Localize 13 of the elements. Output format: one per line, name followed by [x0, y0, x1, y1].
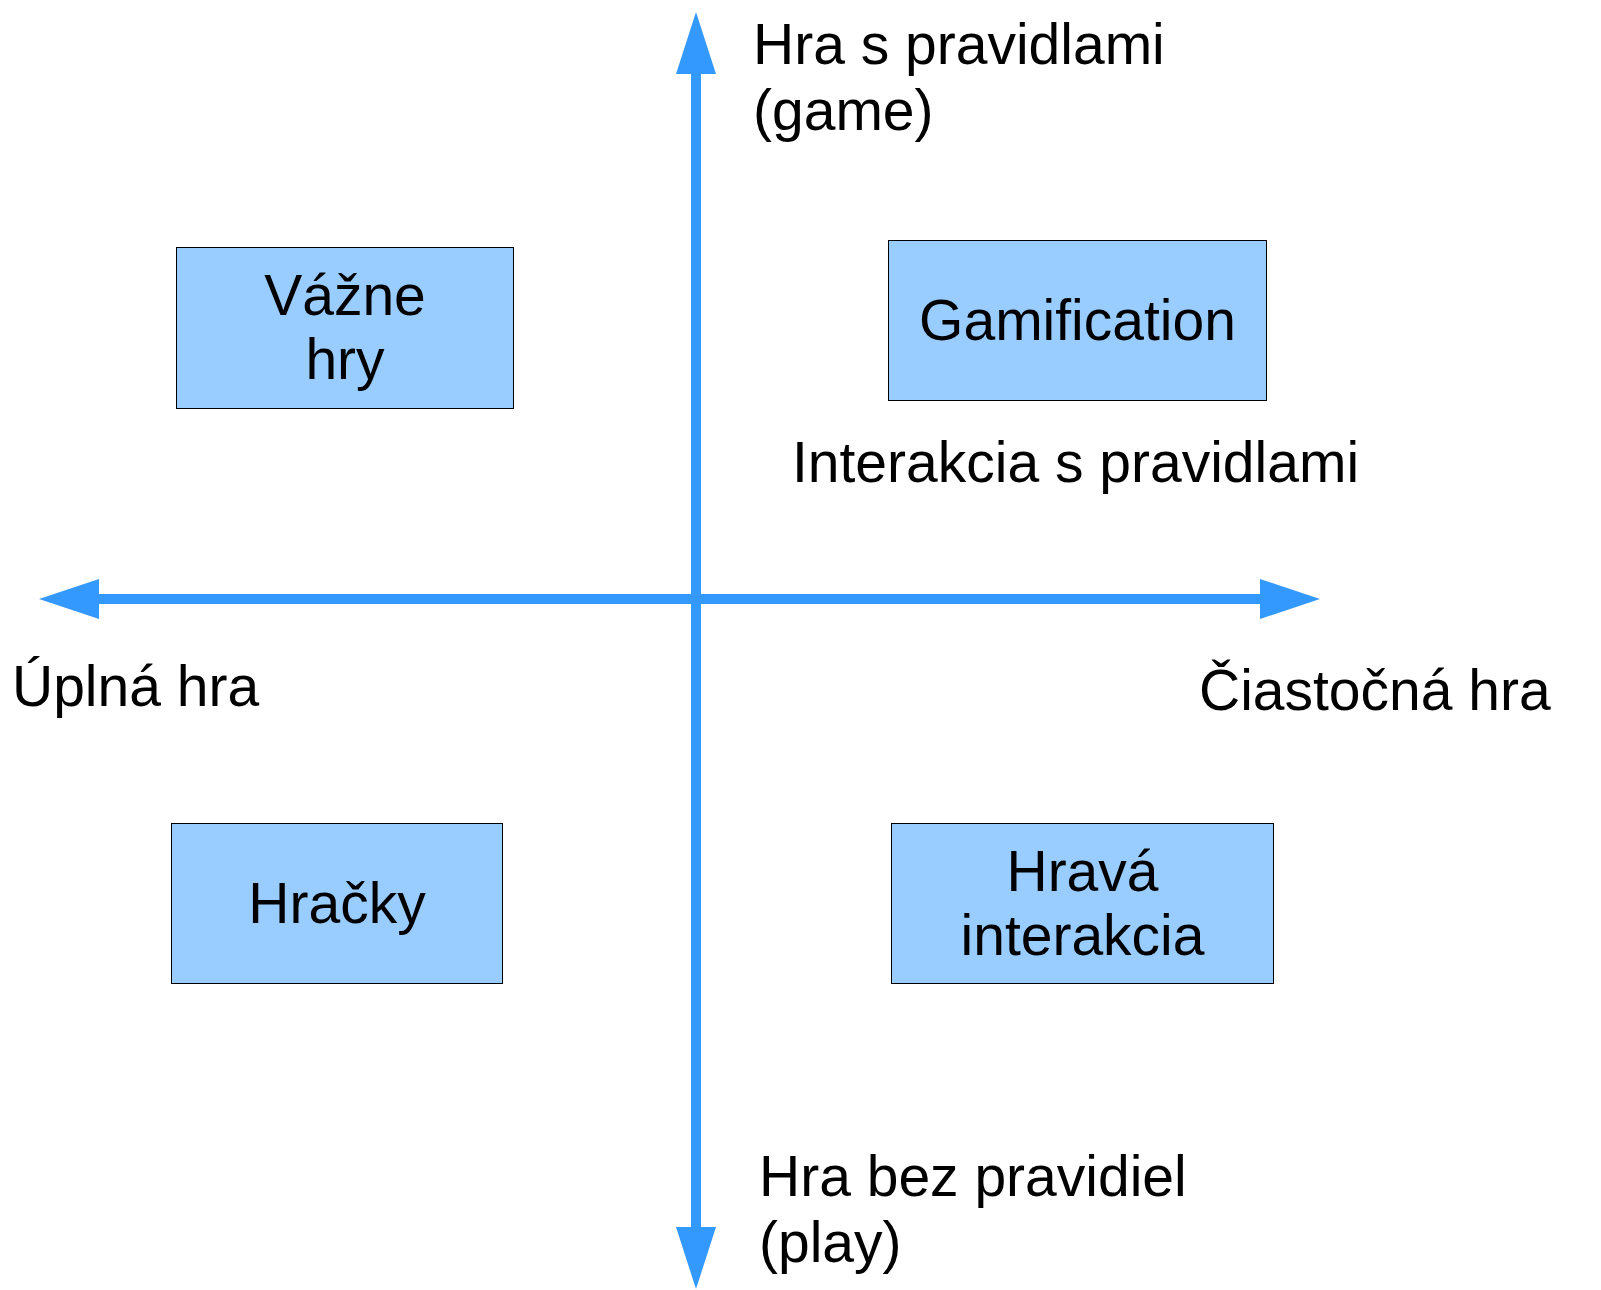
category-label: Hračky — [248, 871, 426, 936]
category-label: Hravá interakcia — [959, 839, 1206, 968]
axis-label: Hra bez pravidiel (play) — [759, 1144, 1188, 1276]
axis-label: Úplná hra — [12, 654, 260, 720]
category-box — [176, 247, 514, 409]
axis-label: Hra s pravidlami (game) — [753, 12, 1166, 144]
category-box — [888, 240, 1267, 401]
category-label: Vážne hry — [263, 264, 427, 392]
axis-label: Čiastočná hra — [1199, 658, 1551, 724]
axis-label: Interakcia s pravidlami — [792, 430, 1360, 496]
category-label: Gamification — [919, 288, 1236, 353]
category-box — [171, 823, 503, 984]
category-box — [891, 823, 1274, 984]
